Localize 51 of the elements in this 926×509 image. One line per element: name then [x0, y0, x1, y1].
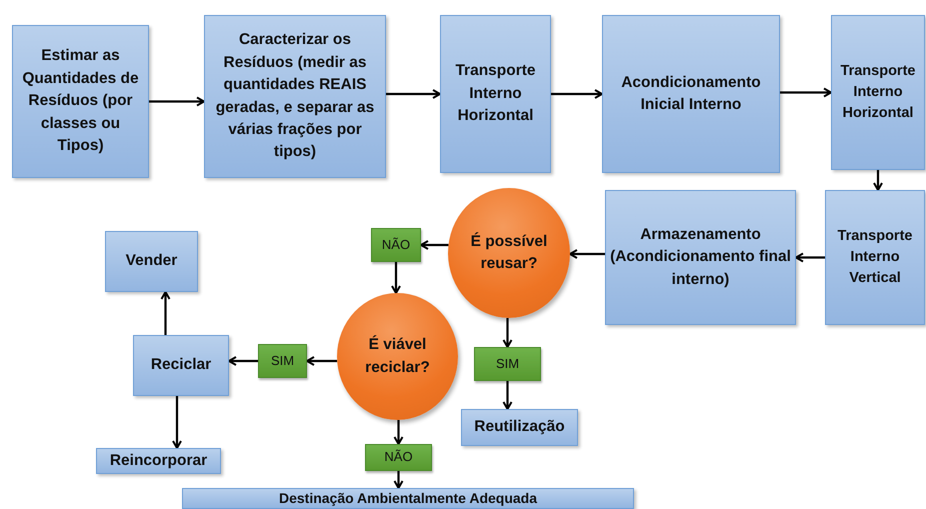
- arrow: [386, 89, 441, 99]
- question-text: É viável reciclar?: [364, 334, 431, 378]
- arrow: [391, 262, 401, 294]
- box-text: SIM: [494, 354, 520, 373]
- process-box: [105, 231, 198, 292]
- process-box: [461, 409, 578, 446]
- arrow: [569, 249, 605, 259]
- arrow: [172, 396, 182, 449]
- box-text: Transporte Interno Horizontal: [840, 62, 916, 123]
- process-box: [602, 15, 780, 173]
- process-box: [96, 448, 221, 474]
- arrow: [873, 170, 883, 191]
- arrow: [795, 252, 825, 262]
- box-text: Reutilização: [473, 417, 566, 438]
- arrow: [780, 88, 832, 98]
- box-text: Caracterizar os Resíduos (medir as quantidades REAIS geradas, e separar as várias frações por tipos): [214, 30, 376, 162]
- box-text: Estimar as Quantidades de Resíduos (por classes ou Tipos): [21, 46, 140, 156]
- arrow: [160, 291, 170, 335]
- answer-label: [371, 228, 421, 262]
- arrow: [149, 96, 205, 106]
- arrow: [394, 420, 404, 445]
- question-text: É possível reusar?: [470, 231, 548, 274]
- arrow: [551, 89, 603, 99]
- box-text: NÃO: [380, 236, 412, 254]
- box-text: Acondicionamento Inicial Interno: [620, 72, 762, 115]
- arrow: [502, 381, 512, 410]
- box-text: Destinação Ambientalmente Adequada: [278, 490, 538, 506]
- arrow: [306, 356, 338, 366]
- arrow: [394, 471, 404, 489]
- answer-label: [474, 347, 541, 381]
- process-box: [825, 190, 925, 325]
- answer-label: [258, 344, 307, 378]
- box-text: Vender: [124, 251, 178, 272]
- process-box: [182, 488, 634, 509]
- arrow: [420, 240, 448, 250]
- box-text: Transporte Interno Vertical: [836, 226, 914, 288]
- process-box: [204, 15, 386, 178]
- process-box: [440, 15, 551, 173]
- box-text: Reincorporar: [108, 452, 208, 470]
- arrow: [502, 318, 512, 348]
- box-text: NÃO: [383, 448, 414, 466]
- box-text: Transporte Interno Horizontal: [454, 61, 537, 126]
- process-box: [605, 190, 796, 325]
- process-box: [12, 25, 149, 178]
- box-text: SIM: [270, 352, 296, 370]
- arrow: [228, 356, 258, 366]
- box-text: Reciclar: [150, 355, 212, 376]
- box-text: Armazenamento (Acondicionamento final interno): [609, 224, 792, 290]
- process-box: [133, 335, 229, 396]
- process-box: [831, 15, 925, 170]
- answer-label: [365, 444, 432, 471]
